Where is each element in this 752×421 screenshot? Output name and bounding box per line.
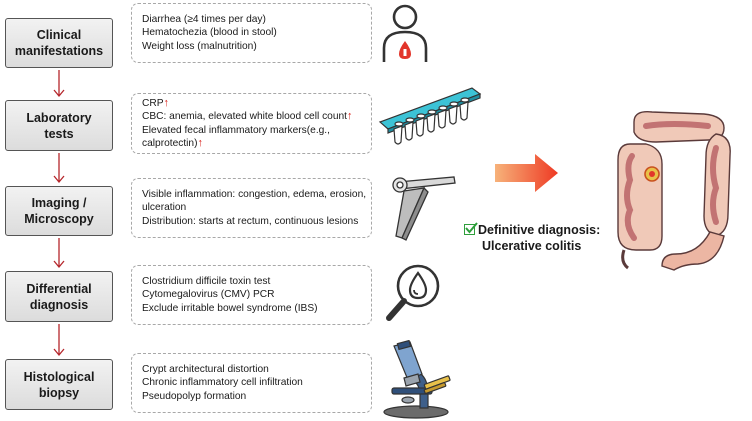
details-differential: Clostridium difficile toxin test Cytomeg…	[131, 265, 372, 325]
detail-line: CBC: anemia, elevated white blood cell c…	[142, 110, 353, 123]
magnifier-drop-icon	[386, 264, 440, 321]
increase-arrow-icon: ↑	[197, 136, 204, 149]
stage-label-line: Histological	[23, 369, 95, 384]
detail-line: Pseudopolyp formation	[142, 390, 247, 402]
details-imaging: Visible inflammation: congestion, edema,…	[131, 178, 372, 238]
microscope-icon	[383, 340, 451, 419]
detail-line: Cytomegalovirus (CMV) PCR	[142, 289, 275, 301]
endoscope-icon	[392, 176, 456, 241]
stage-label-line: Differential	[26, 281, 92, 296]
flow-arrow-head	[53, 175, 65, 184]
person-bleeding-icon	[382, 4, 428, 62]
stage-label-line: Imaging /	[31, 196, 87, 210]
detail-line: CRP↑	[142, 96, 170, 109]
stage-label-line: Clinical	[36, 28, 82, 42]
details-laboratory: CRP↑ CBC: anemia, elevated white blood c…	[131, 93, 372, 154]
stage-label-line: manifestations	[14, 44, 104, 58]
flow-arrows	[53, 70, 65, 357]
flow-arrow-head	[53, 348, 65, 357]
stage-imaging-microscopy: Imaging / Microscopy	[5, 186, 113, 236]
details-clinical: Diarrhea (≥4 times per day) Hematochezia…	[131, 3, 372, 63]
detail-line: Distribution: starts at rectum, continuo…	[142, 215, 359, 227]
stage-label-line: diagnosis	[29, 297, 89, 312]
stage-histological-biopsy: Histological biopsy	[5, 359, 113, 410]
details-histological: Crypt architectural distortion Chronic i…	[131, 353, 372, 413]
detail-line: Chronic inflammatory cell infiltration	[142, 377, 303, 389]
detail-line: Elevated fecal inflammatory markers(e.g.…	[142, 124, 330, 136]
detail-line: Crypt architectural distortion	[142, 363, 269, 375]
detail-line: Weight loss (malnutrition)	[142, 40, 257, 52]
result-diagnosis: Ulcerative colitis	[482, 239, 582, 253]
detail-line: Hematochezia (blood in stool)	[142, 27, 277, 39]
stage-label-line: tests	[44, 126, 74, 141]
detail-line: Clostridium difficile toxin test	[142, 275, 271, 287]
stage-laboratory-tests: Laboratory tests	[5, 100, 113, 151]
checkbox-checked-icon	[464, 222, 478, 235]
detail-line: ulceration	[142, 202, 187, 214]
result-line: Definitive diagnosis:	[464, 222, 600, 238]
result-title: Definitive diagnosis:	[478, 223, 601, 237]
stage-clinical-manifestations: Clinical manifestations	[5, 18, 113, 68]
stage-differential-diagnosis: Differential diagnosis	[5, 271, 113, 322]
flow-arrow-head	[53, 89, 65, 98]
detail-line: Diarrhea (≥4 times per day)	[142, 13, 266, 25]
result-arrow-icon	[495, 154, 558, 192]
increase-arrow-icon: ↑	[163, 96, 170, 109]
increase-arrow-icon: ↑	[347, 110, 353, 123]
flow-arrow-head	[53, 260, 65, 269]
stage-label-line: Laboratory	[26, 110, 92, 125]
detail-line: calprotectin)↑	[142, 136, 204, 149]
sample-tube-strip-icon	[378, 87, 482, 145]
stage-label-line: Microscopy	[24, 212, 94, 226]
detail-line: Visible inflammation: congestion, edema,…	[142, 188, 367, 200]
detail-line: Exclude irritable bowel syndrome (IBS)	[142, 302, 318, 314]
stage-label-line: biopsy	[38, 385, 80, 400]
definitive-diagnosis: Definitive diagnosis: Ulcerative colitis	[464, 222, 600, 254]
colon-icon	[617, 111, 731, 271]
